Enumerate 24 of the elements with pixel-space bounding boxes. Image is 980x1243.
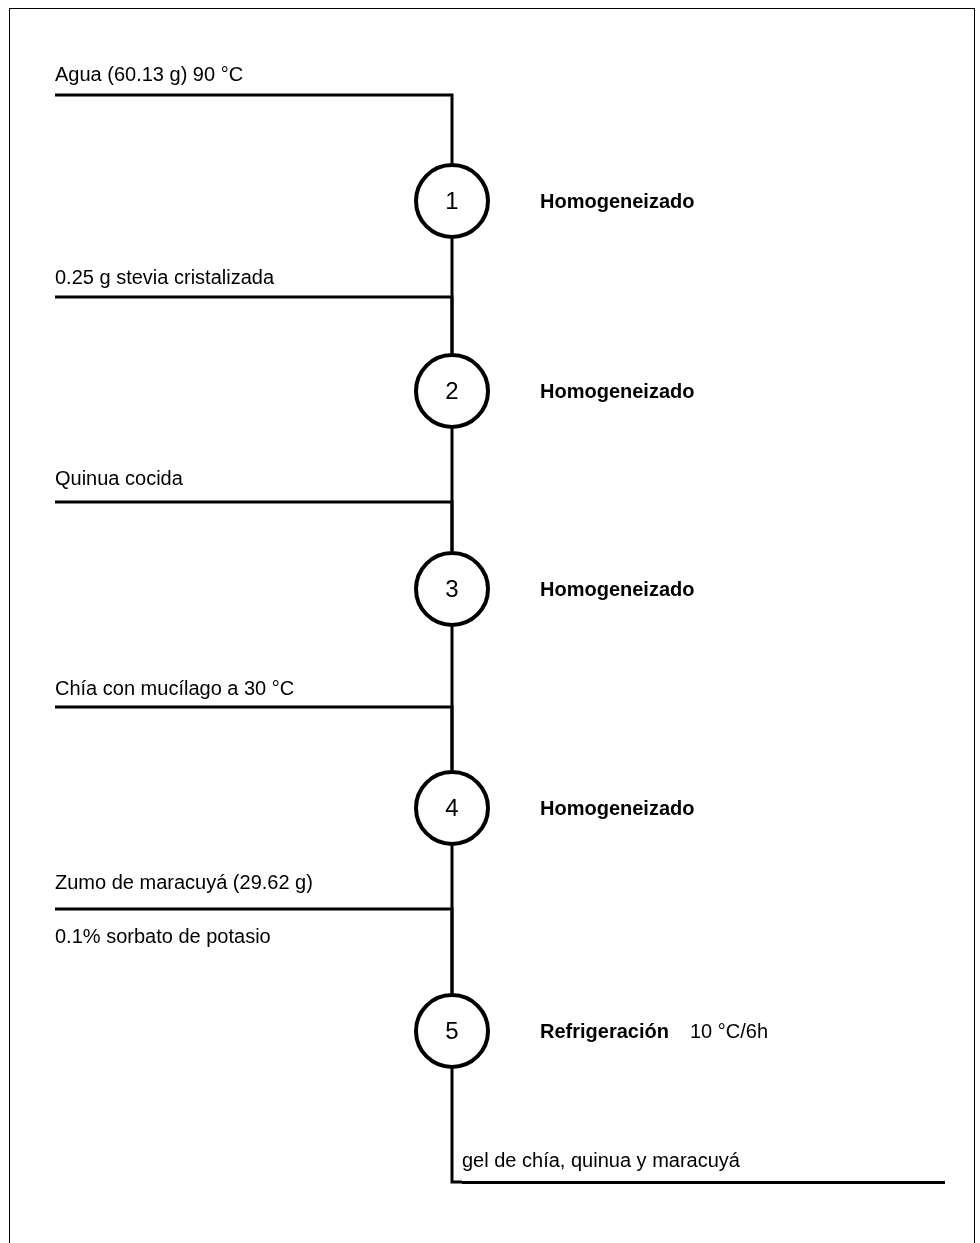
connector-line: [55, 705, 454, 770]
step-circle: 4: [414, 770, 490, 846]
connector-line: [55, 295, 454, 353]
operation-label: Homogeneizado: [540, 379, 695, 403]
step-circle: 1: [414, 163, 490, 239]
ingredient-label: Zumo de maracuyá (29.62 g): [55, 870, 313, 894]
ingredient-label: 0.1% sorbato de potasio: [55, 924, 272, 948]
connector-line: [55, 500, 454, 551]
operation-label: Homogeneizado: [540, 796, 695, 820]
operation-label: Refrigeración: [540, 1019, 669, 1043]
ingredient-label: Quinua cocida: [55, 466, 183, 490]
ingredient-label: Agua (60.13 g) 90 °C: [55, 62, 244, 86]
step-circle: 3: [414, 551, 490, 627]
operation-label: Homogeneizado: [540, 577, 695, 601]
condition-label: 10 °C/6h: [690, 1019, 769, 1043]
step-circle: 2: [414, 353, 490, 429]
product-label: gel de chía, quinua y maracuyá: [462, 1148, 741, 1172]
step-circle: 5: [414, 993, 490, 1069]
ingredient-label: Chía con mucílago a 30 °C: [55, 676, 295, 700]
ingredient-label: 0.25 g stevia cristalizada: [55, 265, 274, 289]
connector-line: [55, 907, 454, 993]
connector-line: [55, 93, 454, 163]
operation-label: Homogeneizado: [540, 189, 695, 213]
connector-line: [450, 1069, 462, 1184]
